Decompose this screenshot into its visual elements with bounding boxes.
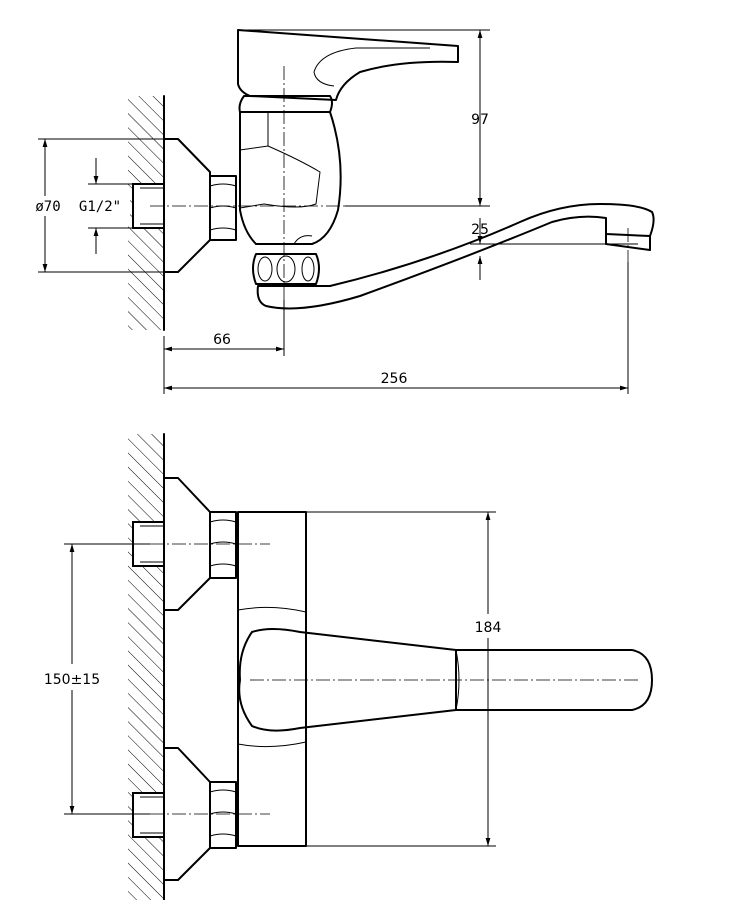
spout-top <box>238 628 653 732</box>
dimension-150: 150±15 <box>38 543 150 815</box>
handle-lever-side <box>237 29 459 101</box>
dimension-thread: G1/2" <box>70 158 133 254</box>
faucet-body-top <box>237 511 307 847</box>
wall-flange-side <box>163 138 211 273</box>
dimension-66: 66 <box>163 300 285 394</box>
top-view: 184 150±15 <box>38 433 653 900</box>
dimension-256-label: 256 <box>381 371 408 387</box>
dimension-256: 256 <box>164 262 629 394</box>
inlet-lower-top <box>132 747 237 881</box>
dimension-25: 25 <box>470 218 638 280</box>
dimension-150-label: 150±15 <box>44 672 100 688</box>
dimension-184-label: 184 <box>475 620 502 636</box>
side-view: 97 25 ø70 G1/2" <box>28 29 655 394</box>
diverter-ring-side <box>252 253 320 285</box>
faucet-body-side <box>239 111 342 245</box>
dimension-184: 184 <box>306 511 510 847</box>
dimension-66-label: 66 <box>213 332 231 348</box>
dimension-diameter-70-label: ø70 <box>35 199 60 215</box>
dimension-97-label: 97 <box>471 112 489 128</box>
hex-nut-side <box>209 175 237 241</box>
dimension-97: 97 <box>242 29 490 207</box>
dimension-diameter-70: ø70 <box>28 138 164 273</box>
dimension-25-label: 25 <box>471 222 489 238</box>
dimension-thread-label: G1/2" <box>79 199 121 215</box>
